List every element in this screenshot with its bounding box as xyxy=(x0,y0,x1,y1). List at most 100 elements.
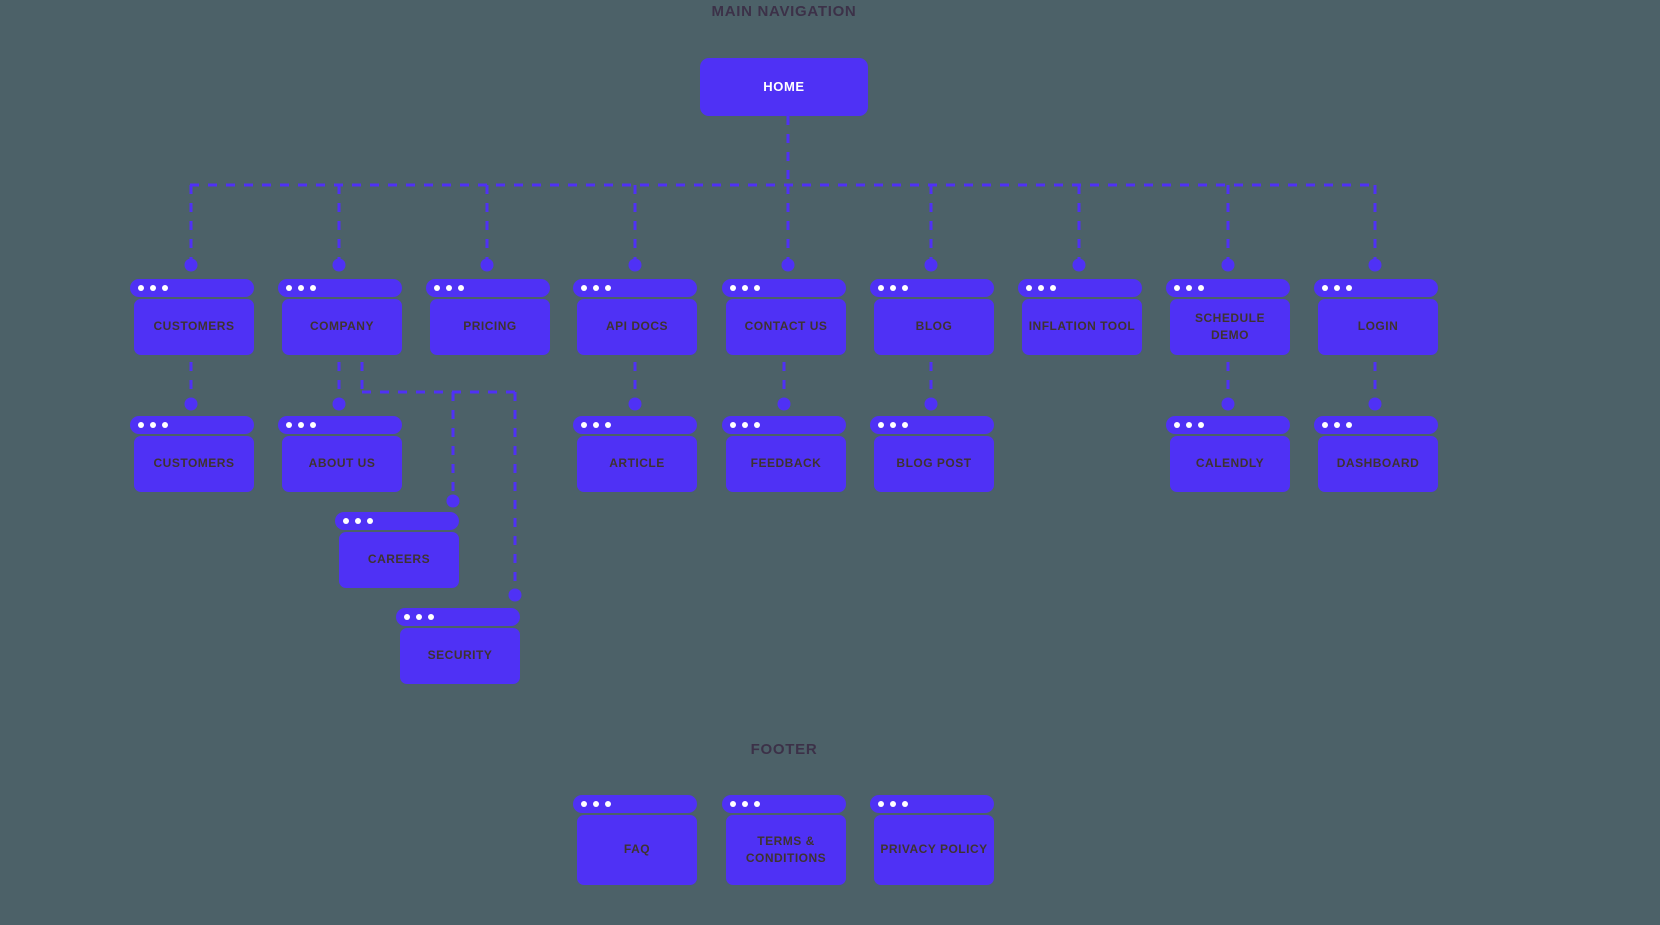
node-label: DASHBOARD xyxy=(1336,456,1420,471)
minimize-dot-icon xyxy=(1334,285,1340,291)
node-blog-post[interactable]: BLOG POST xyxy=(870,416,994,492)
node-label: BLOG xyxy=(915,319,953,334)
node-schedule-demo[interactable]: SCHEDULE DEMO xyxy=(1166,279,1290,355)
node-inflation-tool[interactable]: INFLATION TOOL xyxy=(1018,279,1142,355)
node-titlebar xyxy=(573,279,697,297)
connector-junction-dot-5 xyxy=(924,258,938,272)
node-label: API DOCS xyxy=(605,319,668,334)
close-dot-icon xyxy=(878,801,884,807)
node-api-docs[interactable]: API DOCS xyxy=(573,279,697,355)
node-article[interactable]: ARTICLE xyxy=(573,416,697,492)
minimize-dot-icon xyxy=(593,285,599,291)
node-titlebar xyxy=(1018,279,1142,297)
connector-junction-dot-12 xyxy=(777,397,791,411)
maximize-dot-icon xyxy=(754,801,760,807)
close-dot-icon xyxy=(1322,285,1328,291)
node-login[interactable]: LOGIN xyxy=(1314,279,1438,355)
node-titlebar xyxy=(335,512,459,530)
minimize-dot-icon xyxy=(1334,422,1340,428)
node-label: CAREERS xyxy=(367,552,431,567)
maximize-dot-icon xyxy=(458,285,464,291)
node-titlebar xyxy=(870,795,994,813)
node-body: COMPANY xyxy=(282,299,402,355)
minimize-dot-icon xyxy=(742,801,748,807)
close-dot-icon xyxy=(1026,285,1032,291)
node-about-us[interactable]: ABOUT US xyxy=(278,416,402,492)
node-titlebar xyxy=(722,416,846,434)
maximize-dot-icon xyxy=(902,422,908,428)
node-terms[interactable]: TERMS &CONDITIONS xyxy=(722,795,846,885)
maximize-dot-icon xyxy=(1346,422,1352,428)
connector-junction-dot-9 xyxy=(184,397,198,411)
minimize-dot-icon xyxy=(890,422,896,428)
node-faq[interactable]: FAQ xyxy=(573,795,697,885)
close-dot-icon xyxy=(138,422,144,428)
maximize-dot-icon xyxy=(605,422,611,428)
close-dot-icon xyxy=(286,422,292,428)
node-label: HOME xyxy=(763,78,805,94)
connector-junction-dot-14 xyxy=(1221,397,1235,411)
connector-junction-dot-3 xyxy=(628,258,642,272)
minimize-dot-icon xyxy=(298,422,304,428)
maximize-dot-icon xyxy=(428,614,434,620)
node-blog[interactable]: BLOG xyxy=(870,279,994,355)
close-dot-icon xyxy=(878,285,884,291)
minimize-dot-icon xyxy=(446,285,452,291)
close-dot-icon xyxy=(1174,285,1180,291)
maximize-dot-icon xyxy=(367,518,373,524)
node-body: BLOG xyxy=(874,299,994,355)
node-body: CUSTOMERS xyxy=(134,299,254,355)
close-dot-icon xyxy=(138,285,144,291)
node-titlebar xyxy=(573,795,697,813)
maximize-dot-icon xyxy=(310,422,316,428)
close-dot-icon xyxy=(581,422,587,428)
node-label: CALENDLY xyxy=(1195,456,1265,471)
node-body: PRIVACY POLICY xyxy=(874,815,994,885)
connector-junction-dot-6 xyxy=(1072,258,1086,272)
node-titlebar xyxy=(1166,279,1290,297)
node-label: FEEDBACK xyxy=(750,456,822,471)
node-titlebar xyxy=(278,416,402,434)
node-body: CUSTOMERS xyxy=(134,436,254,492)
node-body: INFLATION TOOL xyxy=(1022,299,1142,355)
close-dot-icon xyxy=(1322,422,1328,428)
node-pricing[interactable]: PRICING xyxy=(426,279,550,355)
node-label: ARTICLE xyxy=(609,456,665,471)
node-security[interactable]: SECURITY xyxy=(396,608,520,684)
node-label: INFLATION TOOL xyxy=(1028,319,1136,334)
node-feedback[interactable]: FEEDBACK xyxy=(722,416,846,492)
connector-junction-dot-17 xyxy=(508,588,522,602)
connector-junction-dot-2 xyxy=(480,258,494,272)
node-customers-2[interactable]: CUSTOMERS xyxy=(130,416,254,492)
node-dashboard[interactable]: DASHBOARD xyxy=(1314,416,1438,492)
node-customers[interactable]: CUSTOMERS xyxy=(130,279,254,355)
close-dot-icon xyxy=(434,285,440,291)
node-label: CONTACT US xyxy=(744,319,828,334)
node-company[interactable]: COMPANY xyxy=(278,279,402,355)
close-dot-icon xyxy=(343,518,349,524)
node-contact-us[interactable]: CONTACT US xyxy=(722,279,846,355)
node-calendly[interactable]: CALENDLY xyxy=(1166,416,1290,492)
maximize-dot-icon xyxy=(902,285,908,291)
maximize-dot-icon xyxy=(310,285,316,291)
node-body: SCHEDULE DEMO xyxy=(1170,299,1290,355)
close-dot-icon xyxy=(581,285,587,291)
node-body: PRICING xyxy=(430,299,550,355)
node-titlebar xyxy=(722,279,846,297)
node-titlebar xyxy=(722,795,846,813)
node-titlebar xyxy=(1314,416,1438,434)
node-body: API DOCS xyxy=(577,299,697,355)
node-privacy-policy[interactable]: PRIVACY POLICY xyxy=(870,795,994,885)
node-label: SECURITY xyxy=(427,648,493,663)
node-titlebar xyxy=(426,279,550,297)
node-body: CONTACT US xyxy=(726,299,846,355)
node-titlebar xyxy=(130,416,254,434)
node-careers[interactable]: CAREERS xyxy=(335,512,459,588)
close-dot-icon xyxy=(730,801,736,807)
minimize-dot-icon xyxy=(742,422,748,428)
close-dot-icon xyxy=(730,285,736,291)
maximize-dot-icon xyxy=(162,285,168,291)
node-home[interactable]: HOME xyxy=(700,58,868,116)
maximize-dot-icon xyxy=(1050,285,1056,291)
